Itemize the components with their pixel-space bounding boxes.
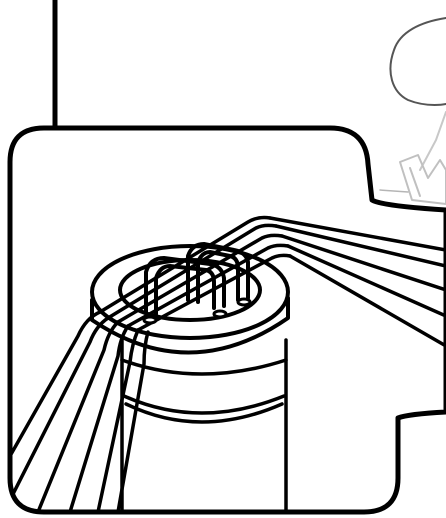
background-overview-sketch <box>380 18 446 204</box>
